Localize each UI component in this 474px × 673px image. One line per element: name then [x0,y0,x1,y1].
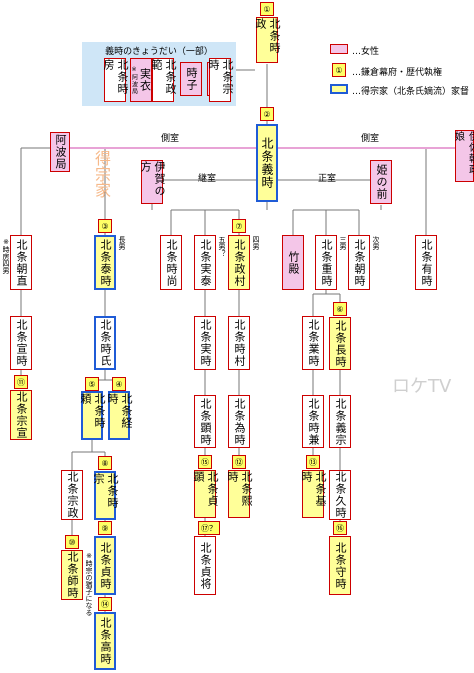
note-tomonao: ※時房四男 [2,238,10,274]
person-tokimura[interactable]: 北条時村 [228,316,250,370]
person-tokifusa[interactable]: 北条時房 [102,58,129,102]
person-tokinao[interactable]: 北条時尚 [160,235,182,290]
note-tomotoki: 次男 [372,236,380,250]
person-takedono[interactable]: 竹殿 [282,235,304,290]
person-nagatoki[interactable]: 北条長時 [329,317,351,370]
regent-number-sadaaki: ⑮ [198,455,212,469]
tokuso-label: 得宗家 [92,150,111,198]
regent-number-sadatoki: ⑨ [98,521,112,535]
person-hime[interactable]: 姫の前 [370,160,392,204]
regent-number-yoshitoki: ② [260,107,274,121]
person-shigetoki[interactable]: 北条重時 [315,235,337,290]
person-sadaaki[interactable]: 北条貞顕 [192,470,219,518]
person-munenobu[interactable]: 北条宗宣 [10,390,32,440]
person-tokiyori[interactable]: 北条時頼 [79,391,106,440]
person-aritoki[interactable]: 北条有時 [415,235,437,290]
person-naritoki[interactable]: 北条業時 [302,316,324,370]
note-shigetoki: 三男 [339,236,347,250]
watermark: ロケTV [392,376,452,397]
person-sanetoki-yasu[interactable]: 北条実泰 [194,235,216,290]
regent-number-tsunetoki: ④ [112,377,126,391]
regent-number-takatoki: ⑭ [98,597,112,611]
person-tokimune[interactable]: 北条時宗 [92,471,119,520]
note-yasutoki: 長男 [118,236,126,250]
regent-number-hirotoki: ⑫ [232,455,246,469]
person-jitsui[interactable]: 実衣 ※阿波局 [130,58,152,102]
person-munemasa[interactable]: 北条宗政 [61,470,83,520]
person-mototoki[interactable]: 北条基時 [300,470,327,518]
person-tokiko[interactable]: 時子 [180,62,202,96]
person-jitsui-note: ※阿波局 [130,65,138,95]
regent-number-tokimasa: ① [260,2,274,16]
person-isa-daughter[interactable]: 伊佐朝政娘 [453,130,474,182]
legend-tokuso-label: …得宗家（北条氏嫡流）家督 [352,87,470,97]
regent-number-yasutoki: ③ [98,219,112,233]
siblings-group-title: 義時のきょうだい（一部） [105,47,213,57]
regent-number-munenobu: ⑪ [14,375,28,389]
regent-number-sadayuki: ⑰？ [198,521,220,535]
regent-number-nagatoki: ⑥ [333,302,347,316]
person-sanetoki[interactable]: 北条実時 [194,316,216,370]
person-hirotoki[interactable]: 北条熙時 [226,470,253,518]
regent-number-masamura: ⑦ [232,219,246,233]
person-tametoki[interactable]: 北条為時 [228,395,250,448]
person-tsunetoki[interactable]: 北条経時 [106,391,133,440]
person-hisatoki[interactable]: 北条久時 [329,470,351,520]
person-munetoki[interactable]: 北条宗時 [207,58,234,102]
regent-number-moritoki: ⑯ [333,521,347,535]
legend-shogun-swatch: ① [332,63,346,77]
relation-seishitsu: 正室 [318,174,337,184]
relation-keishitsu: 継室 [198,174,217,184]
person-yoshitoki[interactable]: 北条義時 [256,124,278,202]
person-sadatoki[interactable]: 北条貞時 [94,536,116,595]
person-tokiuji[interactable]: 北条時氏 [94,316,116,370]
regent-number-morotoki: ⑩ [65,535,79,549]
person-sadayuki[interactable]: 北条貞将 [194,536,216,595]
legend-shogun-label: …鎌倉幕府・歴代執権 [352,68,443,78]
relation-sokushitsu-right: 側室 [361,134,380,144]
regent-number-tokiyori: ⑤ [85,377,99,391]
regent-number-mototoki: ⑬ [306,455,320,469]
person-yasutoki[interactable]: 北条泰時 [94,235,116,290]
person-morotoki[interactable]: 北条師時 [61,550,83,600]
legend-female-swatch [330,44,348,54]
regent-number-tokimune: ⑧ [98,456,112,470]
person-tomotoki[interactable]: 北条朝時 [348,235,370,290]
person-nobutoki[interactable]: 北条宣時 [10,316,32,370]
person-takatoki[interactable]: 北条高時 [94,612,116,670]
person-awa-no-tsubone[interactable]: 阿波局 [50,132,70,172]
person-jitsui-name: 実衣 [138,68,152,92]
legend-tokuso-swatch [330,84,348,94]
person-masanori[interactable]: 北条政範 [150,58,177,102]
person-iga[interactable]: 伊賀の方 [139,160,166,204]
person-akitoki[interactable]: 北条顕時 [194,395,216,448]
person-yoshimasa[interactable]: 北条義宗 [329,395,351,448]
note-masamura: 四男 [252,236,260,250]
legend-female-label: …女性 [352,47,380,57]
person-tomonao[interactable]: 北条朝直 [10,235,32,290]
person-tokimasa[interactable]: 北条時政 [254,17,281,63]
note-sanetoki-yasu: 五男？ [218,236,226,257]
person-moritoki[interactable]: 北条守時 [329,536,351,595]
person-masamura[interactable]: 北条政村 [228,235,250,290]
note-morotoki: ※時宗の猶子になる [85,552,93,616]
person-tokikane[interactable]: 北条時兼 [302,395,324,448]
relation-sokushitsu-left: 側室 [161,134,180,144]
